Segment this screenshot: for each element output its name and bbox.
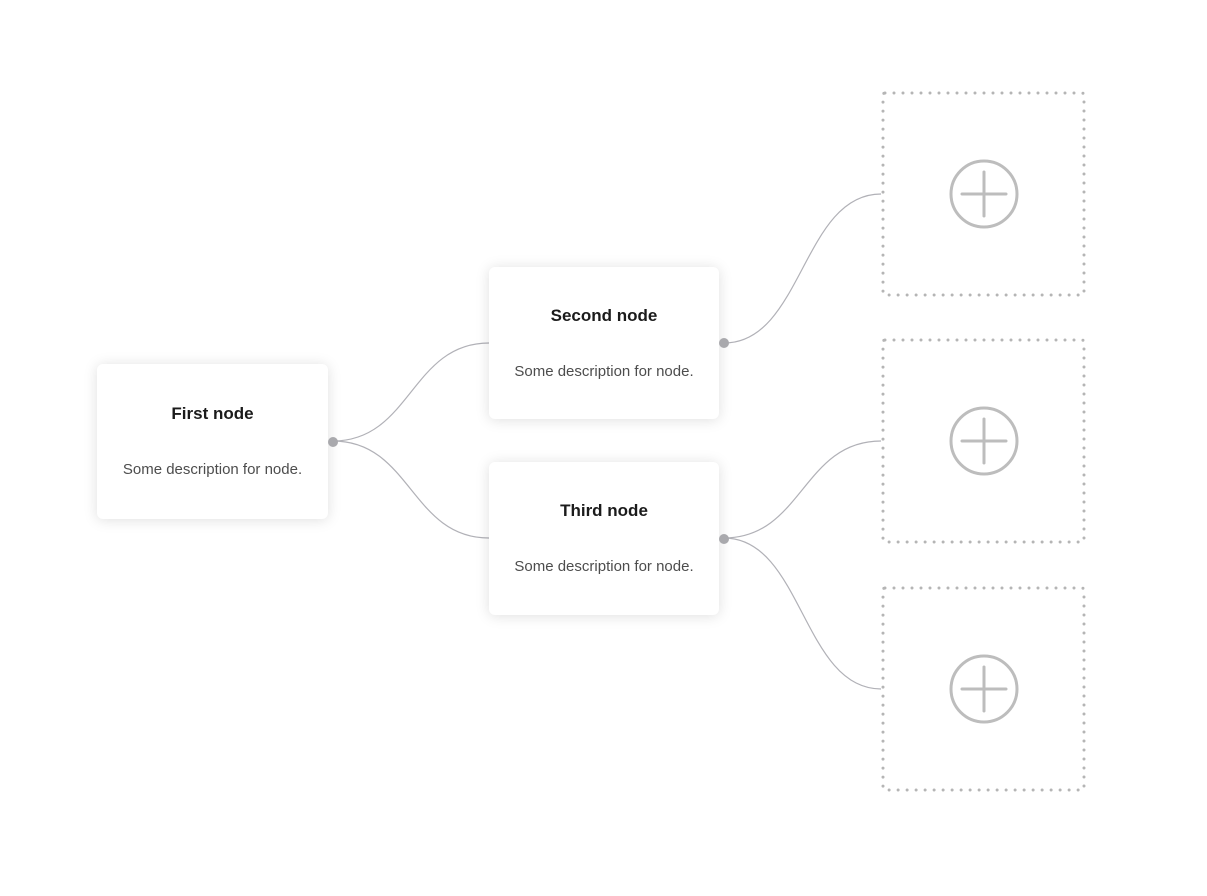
- node-first[interactable]: First node Some description for node.: [97, 364, 338, 519]
- source-handle[interactable]: [328, 436, 338, 447]
- node-second[interactable]: Second node Some description for node.: [489, 267, 729, 419]
- node-description: Some description for node.: [514, 362, 694, 380]
- node-title: First node: [171, 404, 254, 424]
- add-node-placeholder-1[interactable]: [881, 91, 1086, 297]
- node-description: Some description for node.: [514, 558, 694, 576]
- dotted-border: [881, 338, 1086, 544]
- add-node-placeholder-2[interactable]: [881, 338, 1086, 544]
- plus-icon: [949, 654, 1018, 724]
- dotted-border: [881, 91, 1086, 297]
- node-description: Some description for node.: [122, 461, 303, 479]
- source-handle[interactable]: [719, 533, 729, 544]
- node-third[interactable]: Third node Some description for node.: [489, 462, 729, 615]
- edge-third-placeholder-3: [723, 537, 882, 690]
- add-node-placeholder-3[interactable]: [881, 586, 1086, 792]
- plus-icon: [949, 159, 1018, 229]
- edge-second-placeholder-1: [723, 193, 882, 344]
- dotted-border: [881, 586, 1086, 792]
- edge-first-second: [332, 342, 490, 442]
- edge-third-placeholder-2: [723, 440, 882, 539]
- node-title: Third node: [560, 501, 648, 521]
- plus-icon: [949, 406, 1018, 476]
- source-handle[interactable]: [719, 338, 729, 348]
- edge-first-third: [332, 440, 490, 539]
- node-title: Second node: [550, 305, 658, 325]
